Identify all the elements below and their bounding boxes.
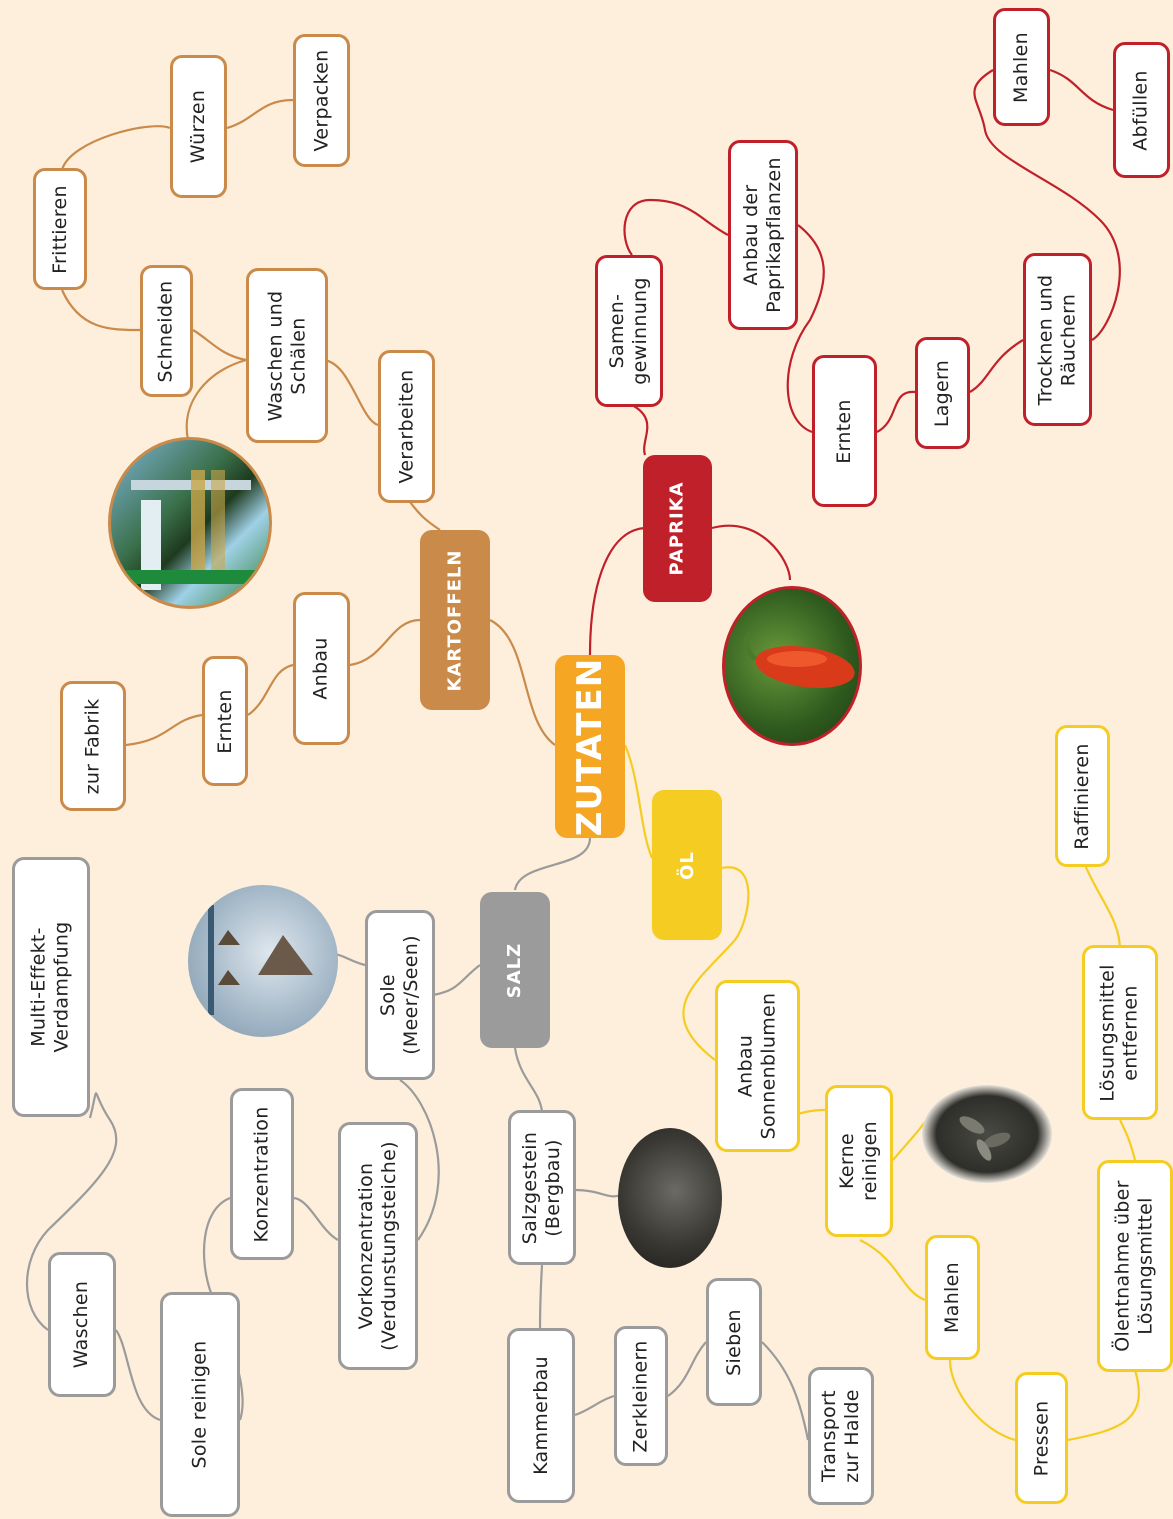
salz-zerkleinern[interactable]: Zerkleinern (614, 1326, 668, 1466)
salz-hub[interactable]: SALZ (480, 892, 550, 1048)
oel-oelentnahme[interactable]: Ölentnahme über Lösungsmittel (1097, 1160, 1173, 1372)
kartoffeln-zur-fabrik[interactable]: zur Fabrik (60, 681, 126, 811)
node-label: Konzentration (250, 1105, 273, 1243)
node-label: Kammerbau (529, 1356, 552, 1475)
salz-multi-effekt[interactable]: Multi-Effekt- Verdampfung (12, 857, 90, 1117)
oel-raffinieren[interactable]: Raffinieren (1055, 725, 1110, 867)
paprika-anbau[interactable]: Anbau der Paprikapflanzen (728, 140, 798, 330)
paprika-lagern[interactable]: Lagern (915, 337, 970, 449)
factory-photo (108, 437, 272, 609)
salz-label: SALZ (504, 942, 526, 998)
node-label: zur Fabrik (81, 698, 104, 794)
factory-photo-art (111, 470, 269, 590)
zutaten-label: ZUTATEN (570, 657, 610, 836)
node-label: Waschen und Schälen (264, 290, 310, 421)
node-label: Raffinieren (1071, 742, 1093, 850)
node-label: Ernten (833, 398, 856, 464)
seeds-art (959, 1116, 1011, 1161)
kartoffeln-hub[interactable]: KARTOFFELN (420, 530, 490, 710)
kartoffeln-frittieren[interactable]: Frittieren (33, 168, 87, 290)
node-label: Kerne reinigen (836, 1121, 881, 1201)
node-label: Trocknen und Räuchern (1034, 274, 1080, 405)
node-label: Sole (Meer/Seen) (377, 935, 422, 1055)
salt-piles-art (208, 905, 313, 1015)
salz-kammerbau[interactable]: Kammerbau (507, 1328, 575, 1503)
node-label: Schneiden (155, 279, 177, 383)
node-label: Lagern (931, 359, 953, 427)
node-label: Samen- gewinnung (606, 277, 651, 385)
oel-anbau[interactable]: Anbau Sonnenblumen (715, 980, 800, 1152)
paprika-samengewinnung[interactable]: Samen- gewinnung (595, 255, 663, 407)
paprika-mahlen[interactable]: Mahlen (993, 8, 1050, 126)
node-label: Abfüllen (1130, 69, 1153, 151)
node-label: Pressen (1030, 1400, 1052, 1476)
salz-sieben[interactable]: Sieben (706, 1278, 762, 1406)
node-label: Lösungsmittel entfernen (1097, 963, 1142, 1102)
oel-mahlen[interactable]: Mahlen (925, 1235, 980, 1360)
node-label: Anbau Sonnenblumen (734, 992, 780, 1140)
node-label: Waschen (70, 1280, 93, 1369)
salt-evaporation-photo (188, 885, 338, 1037)
sunflower-seeds-photo (922, 1085, 1052, 1183)
node-label: Ölentnahme über Lösungsmittel (1112, 1180, 1158, 1352)
oel-label: ÖL (676, 850, 698, 880)
paprika-label: PAPRIKA (667, 481, 689, 576)
oel-kerne[interactable]: Kerne reinigen (825, 1085, 893, 1237)
node-label: Salzgestein (Bergbau) (519, 1131, 564, 1244)
oel-pressen[interactable]: Pressen (1015, 1372, 1068, 1504)
oel-hub[interactable]: ÖL (652, 790, 722, 940)
node-label: Anbau (310, 637, 333, 700)
zutaten-hub[interactable]: ZUTATEN (555, 655, 625, 838)
node-label: Transport zur Halde (818, 1389, 863, 1483)
node-label: Anbau der Paprikapflanzen (740, 157, 786, 313)
paprika-trocknen[interactable]: Trocknen und Räuchern (1023, 253, 1092, 426)
node-label: Frittieren (48, 184, 71, 274)
oel-loesungsmittel[interactable]: Lösungsmittel entfernen (1082, 945, 1158, 1120)
node-label: Würzen (187, 89, 209, 164)
kartoffeln-ernten[interactable]: Ernten (202, 656, 248, 786)
node-label: Ernten (213, 688, 236, 754)
red-pepper-art (743, 631, 855, 688)
node-label: Vorkonzentration (Verdunstungsteiche) (355, 1141, 400, 1351)
node-label: Mahlen (1010, 31, 1033, 103)
salz-sole[interactable]: Sole (Meer/Seen) (365, 910, 435, 1080)
kartoffeln-schneiden[interactable]: Schneiden (140, 265, 193, 397)
red-pepper-photo (722, 586, 862, 746)
kartoffeln-anbau[interactable]: Anbau (293, 592, 350, 745)
salt-mine-photo (618, 1128, 722, 1268)
node-label: Sieben (722, 1308, 745, 1376)
salz-vorkonzentration[interactable]: Vorkonzentration (Verdunstungsteiche) (338, 1122, 418, 1370)
kartoffeln-verarbeiten[interactable]: Verarbeiten (378, 350, 435, 503)
node-label: Zerkleinern (629, 1339, 652, 1453)
paprika-hub[interactable]: PAPRIKA (643, 455, 712, 602)
kartoffeln-wuerzen[interactable]: Würzen (170, 55, 227, 198)
paprika-ernten[interactable]: Ernten (812, 355, 877, 507)
kartoffeln-waschen-schaelen[interactable]: Waschen und Schälen (246, 268, 328, 443)
node-label: Multi-Effekt- Verdampfung (28, 921, 74, 1053)
salz-konzentration[interactable]: Konzentration (230, 1088, 294, 1260)
salz-sole-reinigen[interactable]: Sole reinigen (160, 1292, 240, 1517)
node-label: Verarbeiten (395, 369, 417, 484)
node-label: Sole reinigen (188, 1340, 211, 1469)
salz-transport[interactable]: Transport zur Halde (808, 1367, 874, 1505)
node-label: Verpacken (310, 49, 332, 152)
kartoffeln-verpacken[interactable]: Verpacken (293, 34, 350, 167)
salz-salzgestein[interactable]: Salzgestein (Bergbau) (508, 1110, 576, 1265)
paprika-abfuellen[interactable]: Abfüllen (1113, 42, 1170, 178)
node-label: Mahlen (941, 1262, 964, 1333)
salz-waschen[interactable]: Waschen (48, 1252, 116, 1397)
kartoffeln-label: KARTOFFELN (444, 549, 466, 691)
